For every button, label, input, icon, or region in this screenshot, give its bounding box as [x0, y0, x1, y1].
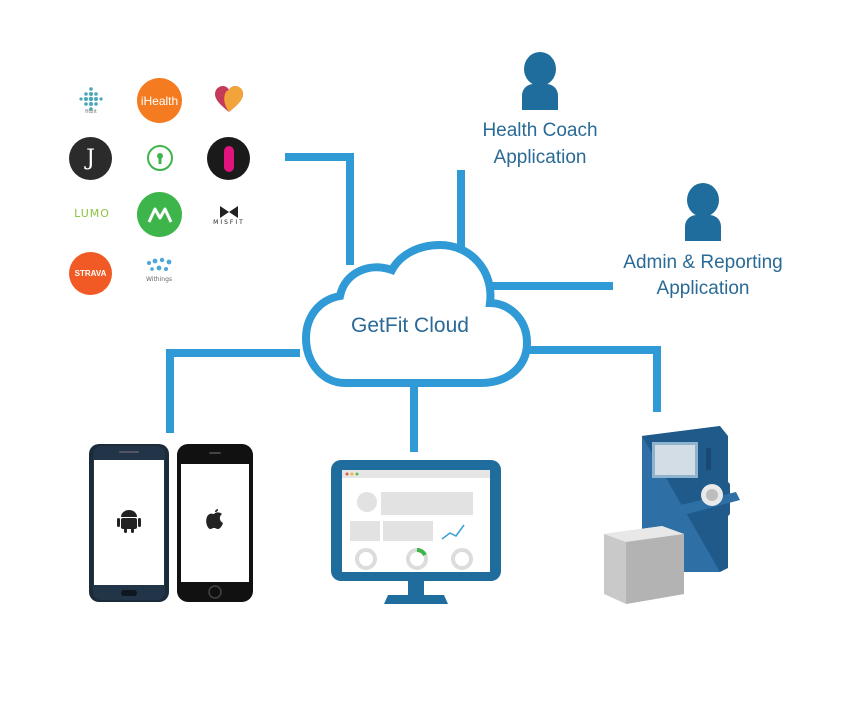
- jawbone-icon: J: [69, 137, 112, 180]
- lumo-logo: LUMO: [74, 207, 110, 220]
- admin-reporting-label: Admin & Reporting Application: [603, 250, 803, 302]
- moves-app-icon: [137, 192, 182, 237]
- apple-icon: [206, 509, 223, 529]
- person-icon: [685, 183, 721, 241]
- iphone: [177, 444, 253, 602]
- withings-label: Withings: [145, 276, 173, 283]
- keyhole-icon: [147, 145, 173, 171]
- cloud-shape: [301, 240, 532, 387]
- health-coach-label-line2: Application: [493, 147, 587, 168]
- misfit-icon: [220, 206, 238, 218]
- phones-connector: [166, 349, 300, 433]
- admin-label-line2: Application: [656, 278, 750, 299]
- heart-icon: [215, 86, 243, 112]
- misfit-label: MISFIT: [213, 219, 245, 226]
- person-icon: [522, 52, 558, 110]
- android-icon: [117, 510, 141, 533]
- integrations-connector: [285, 153, 354, 265]
- strava-icon: STRAVA: [69, 252, 112, 295]
- health-kiosk: [604, 426, 740, 604]
- kiosk-connector: [525, 346, 661, 412]
- admin-label-line1: Admin & Reporting: [623, 252, 783, 273]
- fitbit-icon: [79, 87, 103, 111]
- ihealth-icon: iHealth: [137, 78, 182, 123]
- pill-app-icon: [207, 137, 250, 180]
- strava-label: STRAVA: [74, 269, 107, 278]
- fitbit-label: fitbit: [85, 109, 97, 115]
- cloud-label: GetFit Cloud: [351, 314, 469, 337]
- android-phone: [89, 444, 169, 602]
- health-coach-label: Health Coach Application: [455, 117, 625, 171]
- health-coach-label-line1: Health Coach: [482, 120, 598, 141]
- withings-icon: [147, 257, 172, 271]
- ihealth-label: iHealth: [140, 93, 179, 108]
- desktop-monitor: [331, 460, 501, 604]
